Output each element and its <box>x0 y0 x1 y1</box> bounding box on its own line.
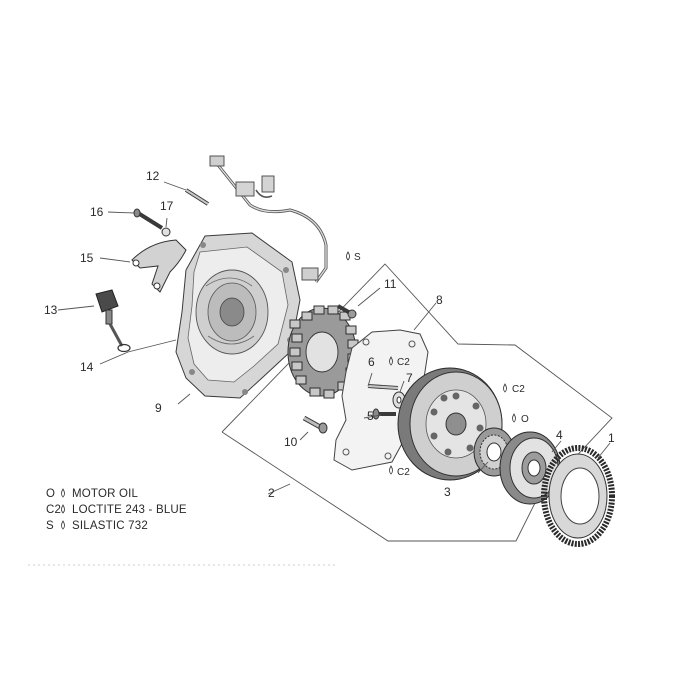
screw-part-11 <box>337 304 357 319</box>
callout-12: 12 <box>146 169 160 183</box>
drop-icon <box>389 356 393 366</box>
callout-6: 6 <box>368 355 375 369</box>
engine-cover-part <box>175 232 301 399</box>
legend-label: LOCTITE 243 - BLUE <box>72 504 187 516</box>
legend-item-silastic: S SILASTIC 732 <box>46 520 148 532</box>
bracket-part-15 <box>131 239 187 293</box>
callout-3: 3 <box>444 485 451 499</box>
oring-part-14 <box>117 343 131 353</box>
tag-c2-pin6: C2 <box>389 356 410 368</box>
svg-text:C2: C2 <box>397 357 410 368</box>
tag-s-wire: S <box>346 251 361 263</box>
legend: O MOTOR OIL C2 LOCTITE 243 - BLUE S SILA… <box>46 488 187 532</box>
legend-item-loctite: C2 LOCTITE 243 - BLUE <box>46 504 187 516</box>
callout-13: 13 <box>44 303 58 317</box>
svg-text:C2: C2 <box>397 467 410 478</box>
assembly-group-frame <box>221 263 613 542</box>
legend-code: O <box>46 488 55 500</box>
svg-text:S: S <box>354 252 361 263</box>
legend-item-motor-oil: O MOTOR OIL <box>46 488 139 500</box>
bolt-part-6 <box>367 384 399 390</box>
callout-5: 5 <box>367 409 374 423</box>
bolt-part-12 <box>184 188 210 206</box>
wiring-harness-part <box>209 155 328 283</box>
callout-9: 9 <box>155 401 162 415</box>
drop-icon <box>503 383 507 393</box>
dipstick-part-13 <box>95 289 124 347</box>
callout-17: 17 <box>160 199 174 213</box>
drop-icon <box>389 465 393 475</box>
callout-16: 16 <box>90 205 104 219</box>
svg-text:O: O <box>521 414 529 425</box>
legend-label: SILASTIC 732 <box>72 520 148 532</box>
drop-icon <box>512 413 516 423</box>
tag-c2-bottom: C2 <box>389 465 410 478</box>
legend-code: S <box>46 520 54 532</box>
tag-o-bearing: O <box>512 413 529 425</box>
svg-text:C2: C2 <box>512 384 525 395</box>
legend-label: MOTOR OIL <box>72 488 139 500</box>
washer-part-17 <box>161 227 171 237</box>
callout-10: 10 <box>284 435 298 449</box>
callout-14: 14 <box>80 360 94 374</box>
drop-icon <box>346 251 350 261</box>
callout-11: 11 <box>384 277 397 291</box>
callout-numbers: 1 2 3 4 5 6 7 8 9 10 11 12 13 14 15 16 1… <box>44 169 615 500</box>
callout-1: 1 <box>608 431 615 445</box>
drop-icon <box>61 520 65 530</box>
drop-icon <box>61 504 65 514</box>
callout-2: 2 <box>268 486 275 500</box>
leader-lines <box>57 181 611 495</box>
stator-part <box>287 305 359 399</box>
callout-7: 7 <box>406 371 413 385</box>
legend-code: C2 <box>46 504 61 516</box>
bolt-part-10 <box>302 415 328 434</box>
callout-4: 4 <box>556 428 563 442</box>
ring-gear-part-1 <box>541 445 615 547</box>
callout-8: 8 <box>436 293 443 307</box>
drop-icon <box>61 488 65 498</box>
bolt-part-16 <box>133 208 164 230</box>
tag-c2-rotor: C2 <box>503 383 525 395</box>
callout-15: 15 <box>80 251 94 265</box>
application-tags: S C2 C2 O C2 <box>346 251 529 478</box>
